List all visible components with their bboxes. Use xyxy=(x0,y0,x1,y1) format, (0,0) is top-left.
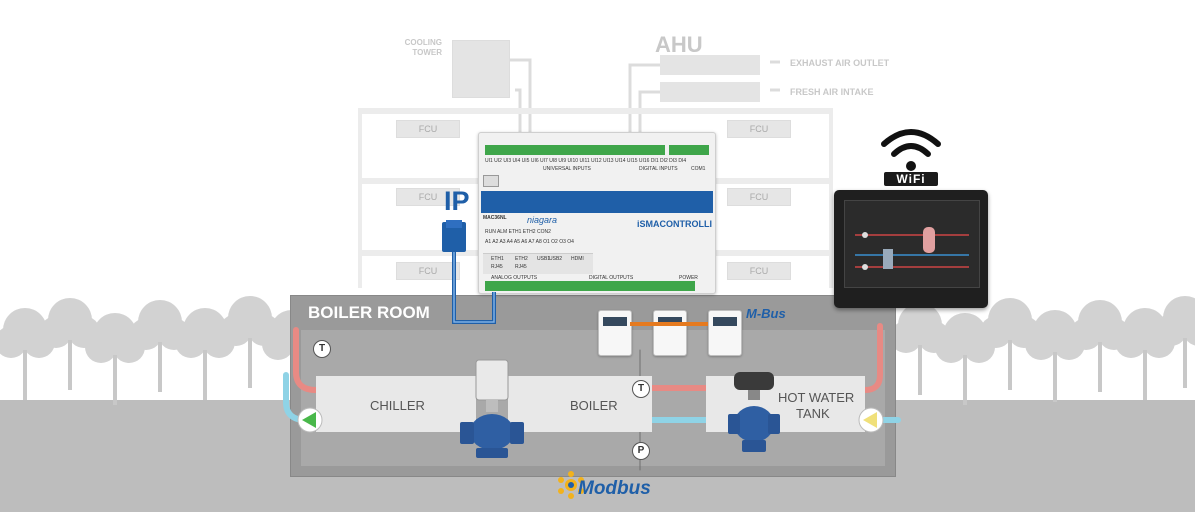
fcu-unit: FCU xyxy=(396,188,460,206)
model-label: MAC36NL xyxy=(483,215,507,221)
modbus-logo-icon xyxy=(558,471,584,499)
status-led-labels: RUN ALM ETH1 ETH2 CON2 xyxy=(485,229,551,235)
control-valve-icon xyxy=(460,359,524,458)
digital-outputs-label: DIGITAL OUTPUTS xyxy=(589,275,634,281)
hot-water-tank-label-line2: TANK xyxy=(796,406,830,421)
modbus-label: Modbus xyxy=(578,478,651,499)
mbus-meter xyxy=(653,310,687,356)
hdmi-port-label: HDMI xyxy=(571,256,584,262)
com1-label: COM1 xyxy=(691,166,706,172)
top-terminal-labels: UI1 UI2 UI3 UI4 UI5 UI6 UI7 UI8 UI9 UI10… xyxy=(485,158,687,164)
building-wall-right xyxy=(829,108,833,288)
eth2-rj45-label: RJ45 xyxy=(515,264,527,270)
chiller-label: CHILLER xyxy=(370,398,425,413)
controller-unit: UI1 UI2 UI3 UI4 UI5 UI6 UI7 UI8 UI9 UI10… xyxy=(478,132,716,294)
pump-icon xyxy=(297,407,323,433)
pressure-sensor-icon: P xyxy=(632,442,650,460)
usb1-port-label: USB1 xyxy=(537,256,551,262)
chiller-unit xyxy=(316,376,476,432)
exhaust-air-label: EXHAUST AIR OUTLET xyxy=(790,58,890,68)
temperature-sensor-icon: T xyxy=(632,380,650,398)
digital-inputs-label: DIGITAL INPUTS xyxy=(639,166,678,172)
wifi-label: WiFi xyxy=(884,172,938,186)
hot-water-tank-label-line1: HOT WATER xyxy=(778,390,855,405)
universal-inputs-label: UNIVERSAL INPUTS xyxy=(543,166,591,172)
fcu-unit: FCU xyxy=(727,262,791,280)
port-area xyxy=(483,253,593,274)
mbus-meter xyxy=(708,310,742,356)
fcu-unit: FCU xyxy=(727,188,791,206)
mbus-bus-line xyxy=(630,322,708,326)
ahu-unit-bottom xyxy=(660,82,760,102)
mbus-logo: M-Bus xyxy=(746,306,786,321)
eth1-rj45-label: RJ45 xyxy=(491,264,503,270)
fcu-unit: FCU xyxy=(396,262,460,280)
ismacontrolli-logo: iSMACONTROLLI xyxy=(637,219,712,229)
ahu-label: AHU xyxy=(655,32,703,57)
pump-icon xyxy=(858,407,884,433)
temperature-sensor-icon: T xyxy=(313,340,331,358)
eth1-port-label: ETH1 xyxy=(491,256,504,262)
fcu-unit: FCU xyxy=(727,120,791,138)
actuator-valve-icon xyxy=(728,372,780,452)
niagara-logo: niagara xyxy=(527,215,558,225)
ethernet-cable-icon xyxy=(442,220,496,324)
wifi-icon xyxy=(881,129,941,171)
boiler-unit xyxy=(508,376,652,432)
analog-outputs-label: ANALOG OUTPUTS xyxy=(491,275,538,281)
building-wall-left xyxy=(358,108,362,288)
eth2-port-label: ETH2 xyxy=(515,256,528,262)
bottom-terminal-block xyxy=(485,281,695,291)
power-label: POWER xyxy=(679,275,698,281)
touch-panel-display[interactable] xyxy=(834,190,988,308)
usb2-port-label: USB2 xyxy=(549,256,563,262)
panel-schematic xyxy=(855,227,969,270)
boiler-room-title: BOILER ROOM xyxy=(308,303,430,322)
ahu-unit-top xyxy=(660,55,760,75)
fresh-air-label: FRESH AIR INTAKE xyxy=(790,87,874,97)
cooling-tower-unit xyxy=(452,40,510,98)
io-label-strip xyxy=(481,191,713,213)
fcu-unit: FCU xyxy=(396,120,460,138)
cooling-tower-label: COOLING TOWER xyxy=(404,38,442,57)
rail-clip xyxy=(483,175,499,187)
output-led-labels: A1 A2 A3 A4 A5 A6 A7 A8 O1 O2 O3 O4 xyxy=(485,239,574,245)
floor-slab-1 xyxy=(358,108,833,114)
mbus-meter xyxy=(598,310,632,356)
panel-screen[interactable] xyxy=(844,200,980,288)
top-terminal-block xyxy=(485,145,665,155)
ip-label: IP xyxy=(444,186,470,216)
boiler-label: BOILER xyxy=(570,398,618,413)
top-terminal-block-right xyxy=(669,145,709,155)
